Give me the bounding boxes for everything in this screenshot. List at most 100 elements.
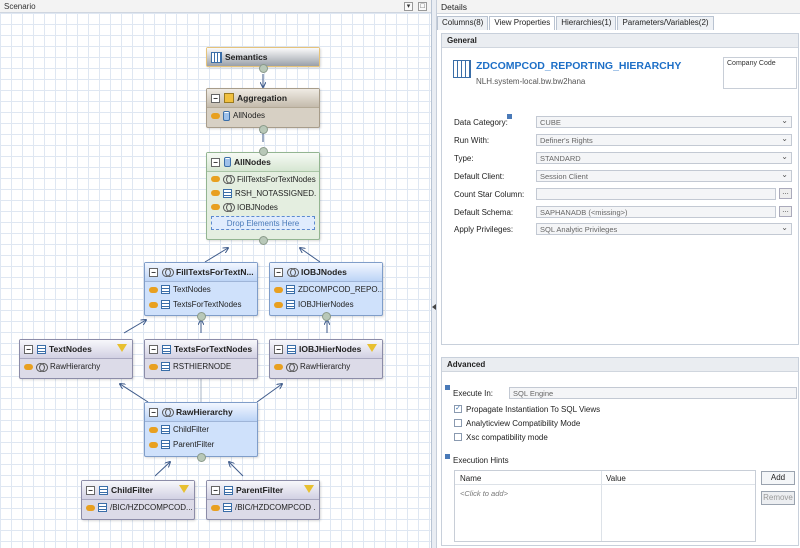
node-row: IOBJHierNodes <box>298 300 354 309</box>
rawhierarchy-node[interactable]: −RawHierarchy ChildFilter ParentFilter <box>144 402 258 457</box>
projection-icon <box>287 344 296 354</box>
collapse-icon[interactable]: − <box>274 344 283 354</box>
childfilter-node[interactable]: −ChildFilter /BIC/HZDCOMPCOD... <box>81 480 195 520</box>
execute-in-label: Execute In: <box>453 389 494 398</box>
run-with-select[interactable]: Definer's Rights <box>536 134 792 146</box>
table-icon <box>286 285 295 294</box>
node-title: IOBJNodes <box>301 267 347 277</box>
textsfortextnodes-node[interactable]: −TextsForTextNodes RSTHIERNODE <box>144 339 258 379</box>
node-title: Aggregation <box>237 93 288 103</box>
apply-privileges-select[interactable]: SQL Analytic Privileges <box>536 223 792 235</box>
node-row: ZDCOMPCOD_REPO... <box>298 285 382 294</box>
default-client-select[interactable]: Session Client <box>536 170 792 182</box>
key-icon <box>149 426 158 433</box>
iobjnodes-node[interactable]: − IOBJNodes ZDCOMPCOD_REPO... IOBJHierNod… <box>269 262 383 316</box>
connector-handle[interactable] <box>259 125 268 134</box>
join-icon <box>162 408 174 417</box>
collapse-icon[interactable]: − <box>211 93 220 103</box>
tab-parameters-variables[interactable]: Parameters/Variables(2) <box>617 16 714 30</box>
tab-hierarchies[interactable]: Hierarchies(1) <box>556 16 617 30</box>
collapse-icon[interactable]: − <box>149 267 158 277</box>
label-field[interactable]: Company Code <box>723 57 797 89</box>
connector-handle[interactable] <box>322 312 331 321</box>
key-icon <box>274 363 283 370</box>
textnodes-node[interactable]: −TextNodes RawHierarchy <box>19 339 133 379</box>
key-icon <box>211 204 220 210</box>
table-icon <box>98 503 107 512</box>
info-icon <box>445 454 450 459</box>
projection-icon <box>99 485 108 495</box>
default-client-label: Default Client: <box>454 172 505 181</box>
iobjhiernodes-node[interactable]: −IOBJHierNodes RawHierarchy <box>269 339 383 379</box>
projection-icon <box>37 344 46 354</box>
data-category-select[interactable]: CUBE <box>536 116 792 128</box>
node-row: /BIC/HZDCOMPCOD . <box>235 503 316 512</box>
table-icon <box>161 362 170 371</box>
execute-in-select[interactable]: SQL Engine <box>509 387 797 399</box>
remove-button[interactable]: Remove <box>761 491 795 505</box>
type-select[interactable]: STANDARD <box>536 152 792 164</box>
semantics-icon <box>211 51 222 63</box>
key-icon <box>211 190 220 196</box>
aggregation-node[interactable]: − Aggregation AllNodes <box>206 88 320 128</box>
node-row: AllNodes <box>233 111 266 120</box>
default-schema-field[interactable]: SAPHANADB (<missing>) <box>536 206 776 218</box>
connector-handle[interactable] <box>197 312 206 321</box>
collapse-icon[interactable]: − <box>24 344 33 354</box>
allnodes-node[interactable]: −AllNodes FillTextsForTextNodes RSH_NOTA… <box>206 147 320 240</box>
node-title: AllNodes <box>234 157 271 167</box>
column-icon <box>161 285 170 294</box>
collapse-icon[interactable]: − <box>86 485 95 495</box>
hints-placeholder[interactable]: <Click to add> <box>460 489 508 498</box>
join-icon <box>223 175 235 184</box>
node-title: TextNodes <box>49 344 92 354</box>
drop-zone[interactable]: Drop Elements Here <box>211 216 315 230</box>
panel-splitter[interactable] <box>432 0 437 548</box>
semantics-node[interactable]: Semantics <box>206 47 320 67</box>
key-icon <box>149 286 158 293</box>
key-icon <box>211 112 220 119</box>
column-icon <box>161 425 170 434</box>
data-category-label: Data Category: <box>454 118 508 127</box>
execution-hints-table[interactable]: Name Value <Click to add> <box>454 470 756 542</box>
count-star-column-field[interactable] <box>536 188 776 200</box>
details-panel: Details Columns(8) View Properties Hiera… <box>437 0 800 548</box>
count-star-browse-button[interactable]: … <box>779 188 792 199</box>
collapse-icon[interactable]: − <box>149 344 158 354</box>
filltexts-node[interactable]: −FillTextsForTextN... TextNodes TextsFor… <box>144 262 258 316</box>
hierarchy-nodes-icon <box>223 110 230 121</box>
connector-handle[interactable] <box>259 147 268 156</box>
xsc-compatibility-checkbox[interactable] <box>454 433 462 441</box>
collapse-left-icon[interactable] <box>432 304 436 310</box>
node-title: Semantics <box>225 52 268 62</box>
info-icon <box>507 114 512 119</box>
collapse-icon[interactable]: − <box>149 407 158 417</box>
connector-handle[interactable] <box>259 64 268 73</box>
node-row: TextNodes <box>173 285 211 294</box>
tab-columns[interactable]: Columns(8) <box>437 16 489 30</box>
details-title: Details <box>437 0 800 14</box>
default-schema-browse-button[interactable]: … <box>779 206 792 217</box>
filter-icon <box>367 344 377 352</box>
scenario-maximize-icon[interactable]: □ <box>418 2 427 11</box>
add-button[interactable]: Add <box>761 471 795 485</box>
collapse-icon[interactable]: − <box>211 157 220 167</box>
key-icon <box>149 363 158 370</box>
node-title: IOBJHierNodes <box>299 344 362 354</box>
scenario-view-menu-icon[interactable]: ▾ <box>404 2 413 11</box>
count-star-column-label: Count Star Column: <box>454 190 525 199</box>
node-title: RawHierarchy <box>176 407 233 417</box>
filter-icon <box>304 485 314 493</box>
collapse-icon[interactable]: − <box>211 485 220 495</box>
tab-view-properties[interactable]: View Properties <box>489 16 556 30</box>
parentfilter-node[interactable]: −ParentFilter /BIC/HZDCOMPCOD . <box>206 480 320 520</box>
apply-privileges-label: Apply Privileges: <box>454 225 514 234</box>
node-row: /BIC/HZDCOMPCOD... <box>110 503 193 512</box>
analyticview-compatibility-checkbox[interactable] <box>454 419 462 427</box>
propagate-instantiation-checkbox[interactable]: ✓ <box>454 405 462 413</box>
collapse-icon[interactable]: − <box>274 267 283 277</box>
connector-handle[interactable] <box>259 236 268 245</box>
node-row: ChildFilter <box>173 425 210 434</box>
package-name: NLH.system-local.bw.bw2hana <box>476 77 586 86</box>
connector-handle[interactable] <box>197 453 206 462</box>
